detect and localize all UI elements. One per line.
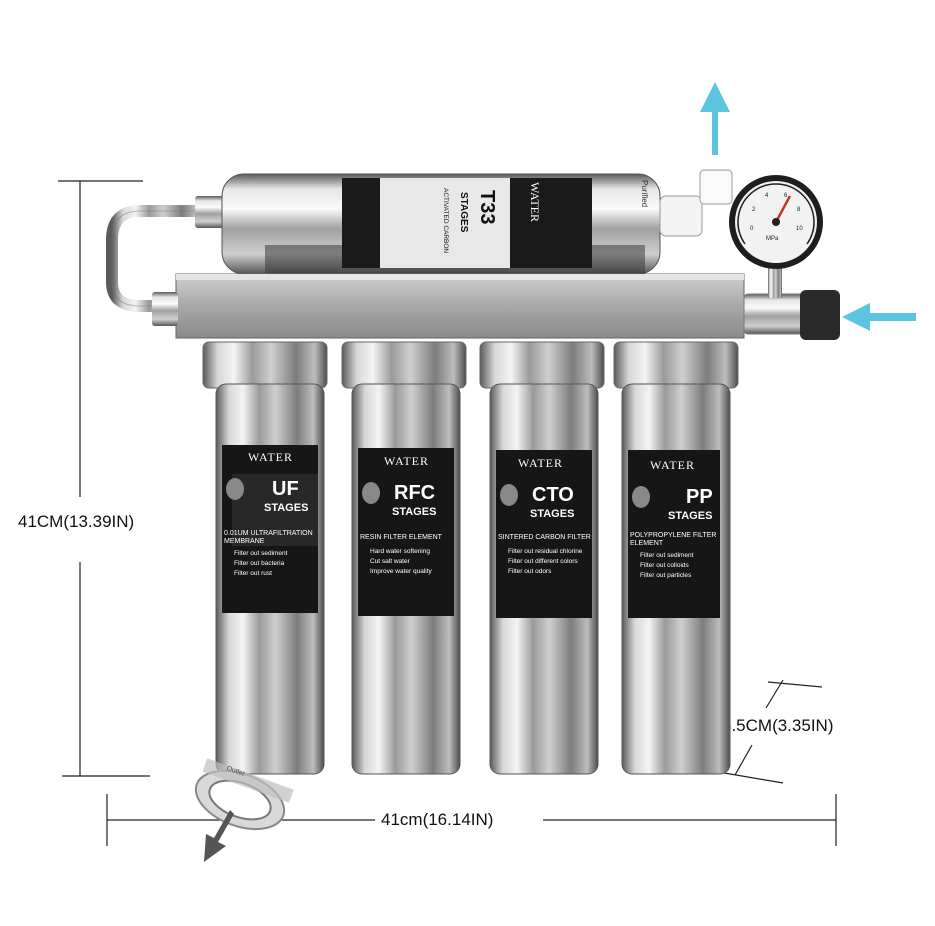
top-filter-desc: ACTIVATED CARBON [442,188,449,254]
cartridge-1-stages: STAGES [264,502,309,514]
cartridge-4-code: PP [686,486,713,508]
cartridge-3-bullet-2: Filter out different colors [508,558,578,565]
water-drop-icon [226,478,244,500]
gauge-tick-8: 8 [797,207,801,213]
height-label: 41CM(13.39IN) [18,512,135,531]
top-filter-code: T33 [476,190,498,225]
cartridge-3-desc: SINTERED CARBON FILTER [498,534,591,541]
cartridge-3-bullet-3: Filter out odors [508,568,552,575]
inlet-arrow-icon [842,303,916,331]
inlet-nut [800,290,840,340]
gauge-stem [768,268,782,298]
cartridge-1-desc: 0.01UM ULTRAFILTRATION MEMBRANE [224,530,313,545]
cartridge-4-bullet-2: Filter out colloids [640,562,689,569]
outlet-elbow [659,195,703,237]
diameter-line-lower [734,744,753,776]
water-drop-icon [362,482,380,504]
cartridge-4-bullet-3: Filter out particles [640,572,692,579]
gauge-tick-6: 6 [784,193,788,199]
manifold-block [175,273,745,339]
cartridge-1 [202,341,328,775]
wrench-arrow-icon [204,810,234,862]
inlet-fitting [743,293,805,335]
cartridge-3-code: CTO [532,484,574,506]
outlet-arrow-icon [700,82,730,155]
cartridge-1-code: UF [272,478,299,500]
top-filter-tag: Purified [640,180,649,208]
cartridge-3 [479,341,605,775]
outlet-fitting [699,169,733,205]
cartridge-4-stages: STAGES [668,510,713,522]
housing-wrench [194,758,294,831]
cartridge-4 [613,341,739,775]
gauge-tick-0: 0 [750,226,754,232]
cartridge-2 [341,341,467,775]
left-connector [152,292,178,326]
gauge-tick-4: 4 [765,193,769,199]
cartridge-2-desc: RESIN FILTER ELEMENT [360,534,442,541]
top-filter-stages: STAGES [458,192,469,233]
width-label: 41cm(16.14IN) [381,810,494,829]
cartridge-2-bullet-1: Hard water softening [370,548,430,555]
top-filter-brand: WATER [528,182,542,222]
cartridge-4-desc: POLYPROPYLENE FILTER ELEMENT [630,532,717,547]
cartridge-2-bullet-3: Improve water quality [370,568,432,575]
cartridge-1-bullet-2: Filter out bacteria [234,560,285,567]
cartridge-1-bullet-1: Filter out sediment [234,550,288,557]
diameter-line-upper [765,679,784,709]
cartridge-4-brand: WATER [650,458,695,472]
cartridge-3-brand: WATER [518,456,563,470]
cartridge-3-stages: STAGES [530,508,575,520]
diameter-top-tick [767,681,823,688]
water-drop-icon [632,486,650,508]
cartridge-3-bullet-1: Filter out residual chlorine [508,548,583,555]
water-drop-icon [500,484,518,506]
cartridge-1-brand: WATER [248,450,293,464]
cartridge-2-stages: STAGES [392,506,437,518]
cartridge-2-code: RFC [394,482,436,504]
cartridge-1-bullet-3: Filter out rust [234,570,272,577]
cartridge-2-brand: WATER [384,454,429,468]
diameter-label: 8.5CM(3.35IN) [722,716,834,735]
gauge-tick-2: 2 [752,207,756,213]
gauge-unit: MPa [766,236,779,242]
gauge-tick-10: 10 [796,226,803,232]
cartridge-4-bullet-1: Filter out sediment [640,552,694,559]
cartridge-2-bullet-2: Cut salt water [370,558,410,565]
top-filter-left-cap [195,196,225,228]
gauge-needle [774,195,792,223]
